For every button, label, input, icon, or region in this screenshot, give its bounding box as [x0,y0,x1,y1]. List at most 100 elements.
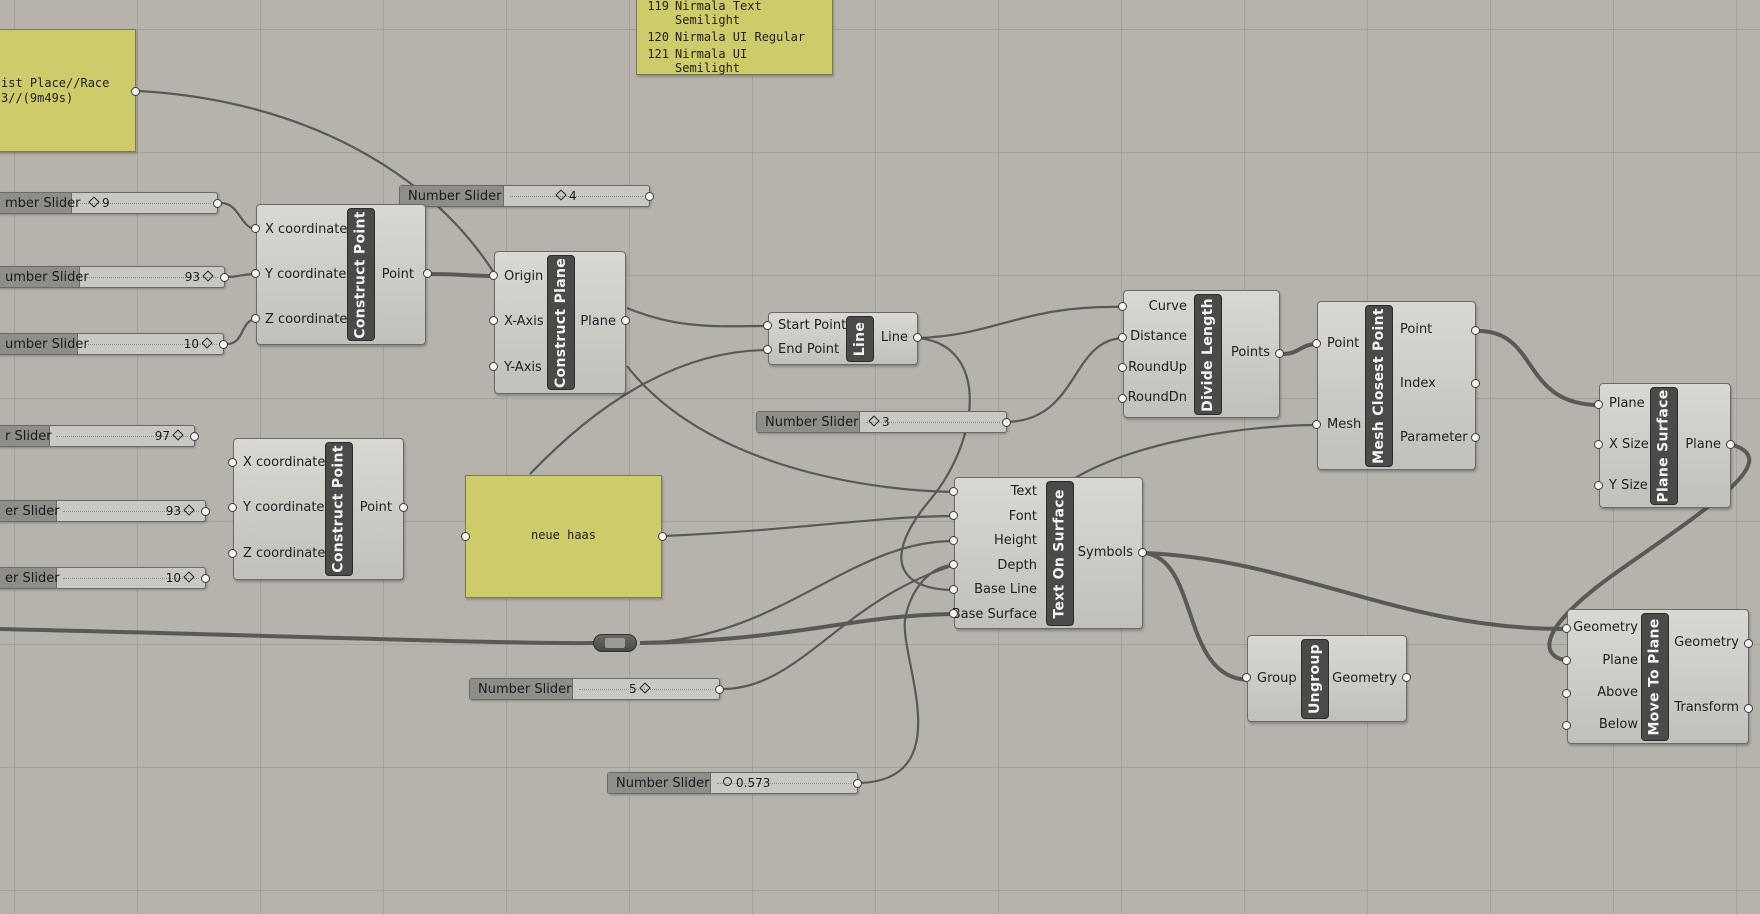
grip-cp1-point[interactable] [423,269,432,278]
grip-mesh-index-out[interactable] [1471,379,1480,388]
grip-cp2-point[interactable] [399,503,408,512]
number-slider-z-1[interactable]: umber Slider 10 [0,333,228,355]
input-above[interactable]: Above [1597,685,1638,700]
slider-output-grip[interactable] [201,574,210,583]
output-point[interactable]: Point [381,267,414,282]
component-ungroup[interactable]: Group Ungroup Geometry [1247,635,1407,722]
grip-surface-plane[interactable] [1594,400,1603,409]
slider-knob-icon[interactable] [202,270,214,282]
grip-mesh-point-out[interactable] [1471,326,1480,335]
slider-track[interactable]: 10 [78,334,223,354]
grip-text-height[interactable] [949,536,958,545]
number-slider-3[interactable]: Number Slider 3 [756,411,1011,433]
slider-track[interactable]: 3 [860,412,1006,432]
slider-output-grip[interactable] [1002,418,1011,427]
component-mesh-closest-point[interactable]: Point Mesh Mesh Closest Point Point Inde… [1317,301,1476,470]
grip-divide-distance[interactable] [1118,333,1127,342]
grip-text-font[interactable] [949,511,958,520]
slider-knob-icon[interactable] [172,429,184,441]
slider-knob-icon[interactable] [555,189,567,201]
grip-surface-ysize[interactable] [1594,481,1603,490]
number-slider-0573[interactable]: Number Slider 0.573 [607,772,862,794]
panel-race-output-grip[interactable] [131,87,140,96]
relay-node[interactable] [593,634,637,652]
number-slider-z-2[interactable]: er Slider 10 [0,567,210,589]
grip-text-text[interactable] [949,487,958,496]
grip-cp2-y[interactable] [228,503,237,512]
input-y-size[interactable]: Y Size [1609,478,1648,493]
input-group[interactable]: Group [1257,671,1297,686]
slider-knob-icon[interactable] [723,777,732,786]
component-divide-length[interactable]: Curve Distance RoundUp RoundDn Divide Le… [1123,290,1280,418]
slider-track[interactable]: 97 [50,426,194,446]
grip-ungroup-geometry[interactable] [1402,673,1411,682]
grip-surface-xsize[interactable] [1594,440,1603,449]
grip-cp1-y[interactable] [251,269,260,278]
slider-knob-icon[interactable] [868,415,880,427]
output-index[interactable]: Index [1400,376,1436,391]
grip-text-depth[interactable] [949,560,958,569]
component-plane-surface[interactable]: Plane X Size Y Size Plane Surface Plane [1599,383,1731,508]
output-geometry[interactable]: Geometry [1674,635,1739,650]
output-parameter[interactable]: Parameter [1400,430,1468,445]
slider-track[interactable]: 9 [72,193,217,213]
grip-plane-yaxis[interactable] [489,362,498,371]
slider-output-grip[interactable] [213,199,222,208]
input-start-point[interactable]: Start Point [778,318,847,333]
grip-divide-rounddn[interactable] [1118,394,1127,403]
input-height[interactable]: Height [994,533,1037,548]
output-symbols[interactable]: Symbols [1077,545,1133,560]
grip-cp1-z[interactable] [251,314,260,323]
number-slider-5[interactable]: Number Slider 5 [469,678,724,700]
input-plane[interactable]: Plane [1609,396,1645,411]
output-line[interactable]: Line [880,330,908,345]
component-construct-point-2[interactable]: X coordinate Y coordinate Z coordinate C… [233,438,404,580]
grip-plane-xaxis[interactable] [489,316,498,325]
input-base-surface[interactable]: Base Surface [951,607,1037,622]
input-y-coordinate[interactable]: Y coordinate [243,500,325,515]
number-slider-x-2[interactable]: r Slider 97 [0,425,199,447]
slider-output-grip[interactable] [190,432,199,441]
grip-move-above[interactable] [1562,689,1571,698]
grip-mesh-point-in[interactable] [1312,339,1321,348]
grip-mesh-mesh-in[interactable] [1312,420,1321,429]
slider-track[interactable]: 5 [573,679,719,699]
number-slider-x-1[interactable]: mber Slider 9 [0,192,222,214]
grip-move-below[interactable] [1562,721,1571,730]
input-geometry[interactable]: Geometry [1573,620,1638,635]
grip-divide-points[interactable] [1275,349,1284,358]
component-move-to-plane[interactable]: Geometry Plane Above Below Move To Plane… [1567,609,1749,744]
output-point[interactable]: Point [1400,322,1433,337]
component-construct-point-1[interactable]: X coordinate Y coordinate Z coordinate C… [256,204,426,345]
grip-ungroup-group[interactable] [1242,673,1251,682]
slider-track[interactable]: 93 [80,267,224,287]
grip-mesh-parameter-out[interactable] [1471,433,1480,442]
grip-divide-roundup[interactable] [1118,363,1127,372]
number-slider-4[interactable]: Number Slider 4 [399,185,654,207]
grip-plane-origin[interactable] [489,271,498,280]
slider-output-grip[interactable] [220,273,229,282]
output-point[interactable]: Point [359,500,392,515]
slider-output-grip[interactable] [201,507,210,516]
slider-output-grip[interactable] [853,779,862,788]
input-z-coordinate[interactable]: Z coordinate [265,312,348,327]
slider-track[interactable]: 4 [504,186,649,206]
panel-race-text[interactable]: ist Place//Race 3//(9m49s) [0,29,140,152]
grip-cp2-x[interactable] [228,458,237,467]
slider-knob-icon[interactable] [638,682,651,694]
grip-line-end[interactable] [763,345,772,354]
component-construct-plane[interactable]: Origin X-Axis Y-Axis Construct Plane Pla… [494,251,626,394]
input-z-coordinate[interactable]: Z coordinate [243,546,326,561]
input-x-axis[interactable]: X-Axis [504,314,544,329]
panel-neue-output-grip[interactable] [658,532,667,541]
slider-output-grip[interactable] [715,685,724,694]
slider-track[interactable]: 93 [57,501,205,521]
output-points[interactable]: Points [1230,345,1270,360]
input-mesh[interactable]: Mesh [1327,417,1362,432]
input-font[interactable]: Font [1008,509,1037,524]
number-slider-y-1[interactable]: umber Slider 93 [0,266,229,288]
input-y-axis[interactable]: Y-Axis [504,360,542,375]
grip-move-plane[interactable] [1562,656,1571,665]
input-y-coordinate[interactable]: Y coordinate [265,267,347,282]
grip-surface-plane-out[interactable] [1726,440,1735,449]
